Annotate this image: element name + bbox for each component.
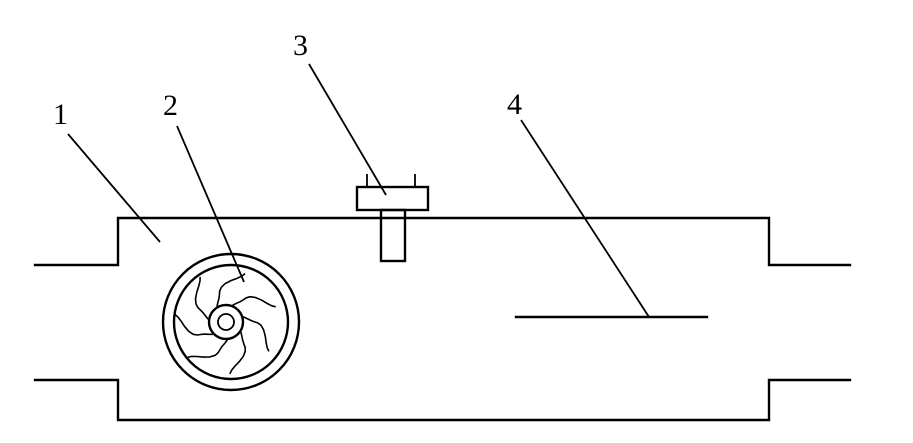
fan-blade: [242, 315, 270, 352]
fan-shaft: [217, 313, 235, 331]
fan-blade: [187, 339, 229, 359]
fan-hub: [207, 303, 245, 341]
leader-line-3: [308, 63, 387, 196]
fan-blades: [174, 272, 276, 375]
fan-assembly: [161, 252, 301, 392]
fan-blade: [232, 295, 276, 308]
label-4: 4: [507, 88, 522, 121]
fan-blade: [229, 331, 247, 375]
duct-bottom-wall: [33, 378, 852, 422]
label-1: 1: [53, 98, 68, 131]
fan-blade: [174, 313, 213, 336]
duct-housing: [33, 216, 852, 422]
fan-blade: [194, 276, 209, 320]
fan-inner-ring: [172, 263, 290, 381]
sensor-stem: [379, 208, 407, 263]
fan-outer-ring: [161, 252, 301, 392]
sensor-head: [355, 185, 430, 212]
label-2: 2: [163, 89, 178, 122]
leader-line-2: [176, 125, 245, 283]
leader-line-1: [67, 133, 161, 243]
duct-top-wall: [33, 216, 852, 267]
sensor-unit: [355, 174, 430, 263]
label-3: 3: [293, 29, 308, 62]
leader-line-4: [520, 119, 650, 318]
fan-blade: [216, 272, 246, 307]
